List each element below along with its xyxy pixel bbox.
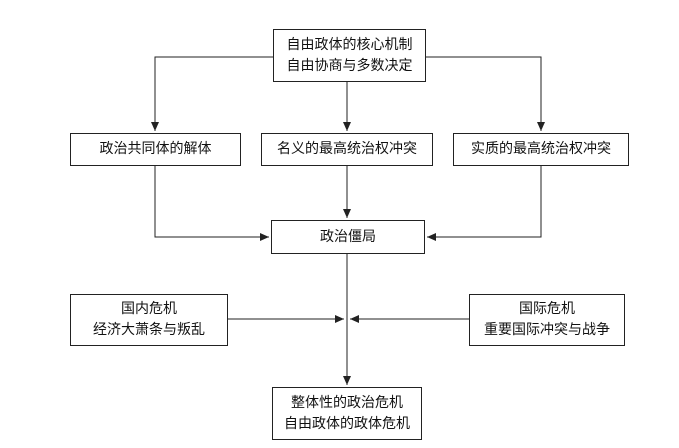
node-domestic-line1: 国内危机 — [121, 301, 177, 317]
node-dissolution: 政治共同体的解体 — [70, 133, 241, 166]
node-international-crisis: 国际危机 重要国际冲突与战争 — [469, 294, 625, 346]
connector-substantive-to-deadlock — [427, 166, 542, 241]
node-international-line2: 重要国际冲突与战争 — [484, 322, 610, 338]
node-political-deadlock: 政治僵局 — [271, 220, 425, 254]
node-nominal-conflict: 名义的最高统治权冲突 — [261, 133, 433, 166]
node-core-mechanism: 自由政体的核心机制 自由协商与多数决定 — [273, 29, 426, 82]
node-overall-crisis: 整体性的政治危机 自由政体的政体危机 — [272, 387, 422, 440]
node-nominal-label: 名义的最高统治权冲突 — [277, 141, 417, 157]
connector-core-to-substantive — [426, 56, 545, 131]
node-dissolution-label: 政治共同体的解体 — [99, 141, 212, 157]
node-overall-line1: 整体性的政治危机 — [291, 394, 403, 411]
node-core-line1: 自由政体的核心机制 — [286, 36, 413, 53]
connector-core-to-dissolution — [151, 56, 273, 131]
node-overall-line2: 自由政体的政体危机 — [284, 415, 410, 432]
node-substantive-label: 实质的最高统治权冲突 — [471, 141, 611, 157]
node-core-line2: 自由协商与多数决定 — [286, 57, 413, 74]
node-domestic-line2: 经济大萧条与叛乱 — [93, 322, 205, 338]
node-substantive-conflict: 实质的最高统治权冲突 — [453, 133, 629, 166]
connector-dissolution-to-deadlock — [154, 166, 269, 241]
node-international-line1: 国际危机 — [519, 301, 575, 317]
node-domestic-crisis: 国内危机 经济大萧条与叛乱 — [70, 294, 228, 346]
node-deadlock-label: 政治僵局 — [320, 228, 376, 245]
